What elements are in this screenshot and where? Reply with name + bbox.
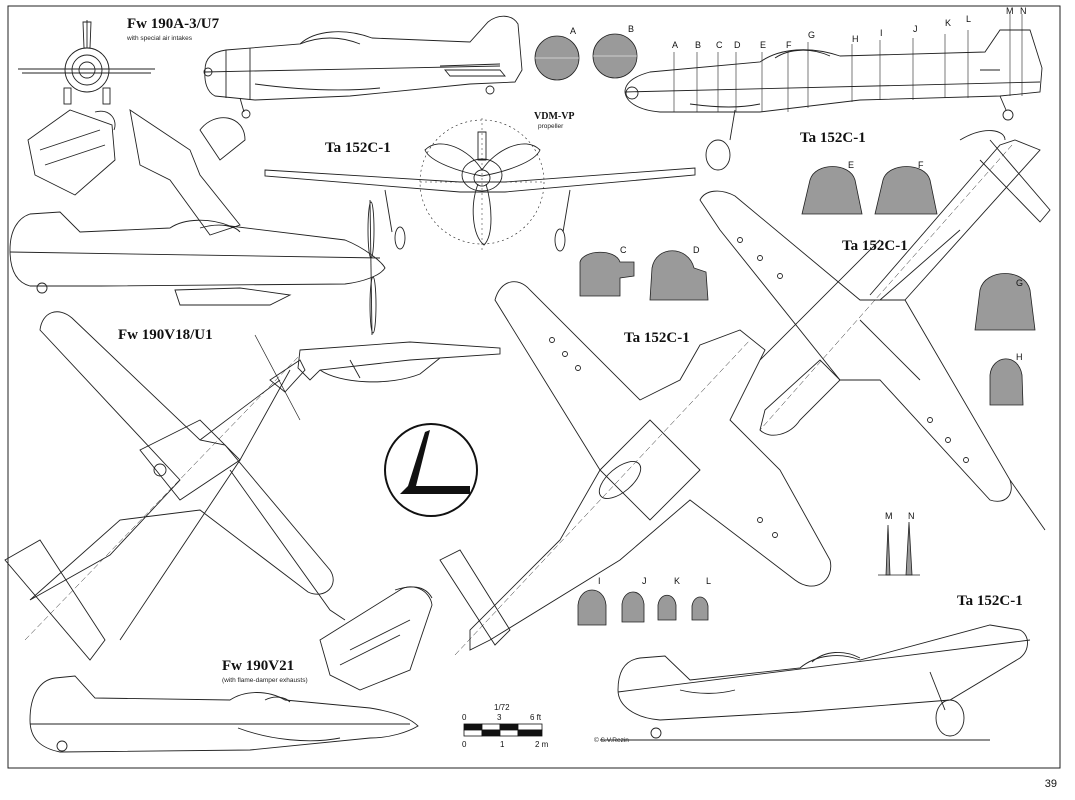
fw190a3-front-view [18,20,155,105]
sheet-border [7,5,1061,769]
section-label-i: I [598,576,601,586]
station-a: A [672,40,679,50]
station-h: H [852,34,859,44]
credit: © S.V.Rezin [594,737,629,744]
station-k: K [945,18,952,28]
note-propeller: propeller [538,123,564,130]
title-ta152-plan-center: Ta 152C-1 [624,330,690,346]
fw190v21-side-view [29,675,419,753]
title-ta152-side-top: Ta 152C-1 [800,130,866,146]
engine-mount-details [27,109,246,236]
station-e: E [760,40,767,50]
fw190v18-belly-detail [297,341,501,383]
ta152-station-lines [673,14,1023,112]
station-n: N [1020,6,1027,16]
sections-i-j-k-l [577,589,709,626]
section-label-h: H [1016,352,1023,362]
title-propeller: VDM-VP [534,111,575,122]
section-label-b: B [628,24,635,34]
station-g: G [808,30,816,40]
fw190v18-side-view [9,199,386,336]
section-label-e: E [848,160,855,170]
scale-bar [463,723,543,737]
page-number: 39 [1044,778,1057,790]
ta152-front-view [264,118,696,252]
title-fw190a3: Fw 190A-3/U7 [127,16,220,32]
section-label-d: D [693,245,700,255]
station-f: F [786,40,792,50]
fw190v18-plan-view [4,311,346,661]
station-b: B [695,40,702,50]
title-fw190v18: Fw 190V18/U1 [118,327,213,343]
title-ta152-plan-right: Ta 152C-1 [842,238,908,254]
antenna-label-m: M [885,511,893,521]
section-label-c: C [620,245,627,255]
note-fw190a3: with special air intakes [127,35,193,42]
station-j: J [913,24,918,34]
sections-a-b [534,33,638,81]
scale-m-1: 1 [500,740,505,749]
ta152-plan-view-center [439,281,832,656]
note-fw190v21: (with flame-damper exhausts) [222,677,308,684]
station-d: D [734,40,741,50]
publisher-logo [384,423,478,517]
section-label-g: G [1016,278,1024,288]
section-label-a: A [570,26,577,36]
fw190a3-side-view [203,15,523,119]
ta152-side-view-top [624,29,1043,171]
section-label-l: L [706,576,712,586]
title-fw190v21: Fw 190V21 [222,658,295,674]
fw190v21-engine-detail [319,586,433,691]
section-label-j: J [642,576,647,586]
antennas-m-n [878,521,920,576]
scale-ft-0: 0 [462,713,467,722]
scale-m-0: 0 [462,740,467,749]
scale-ft-6: 6 ft [530,713,542,722]
antenna-label-n: N [908,511,915,521]
station-l: L [966,14,972,24]
sections-c-d [579,250,709,301]
scale-ft-3: 3 [497,713,502,722]
scale-ratio: 1/72 [494,703,510,712]
title-ta152-side-bottom: Ta 152C-1 [957,593,1023,609]
ta152-side-view-bottom [600,624,1031,741]
station-m: M [1006,6,1014,16]
title-ta152-front: Ta 152C-1 [325,140,391,156]
sections-e-f [801,166,938,215]
sections-g-h [974,273,1036,406]
section-label-f: F [918,160,924,170]
station-i: I [880,28,883,38]
station-c: C [716,40,723,50]
scale-m-2: 2 m [535,740,549,749]
ta152-plan-view-right [699,130,1051,531]
section-label-k: K [674,576,681,586]
